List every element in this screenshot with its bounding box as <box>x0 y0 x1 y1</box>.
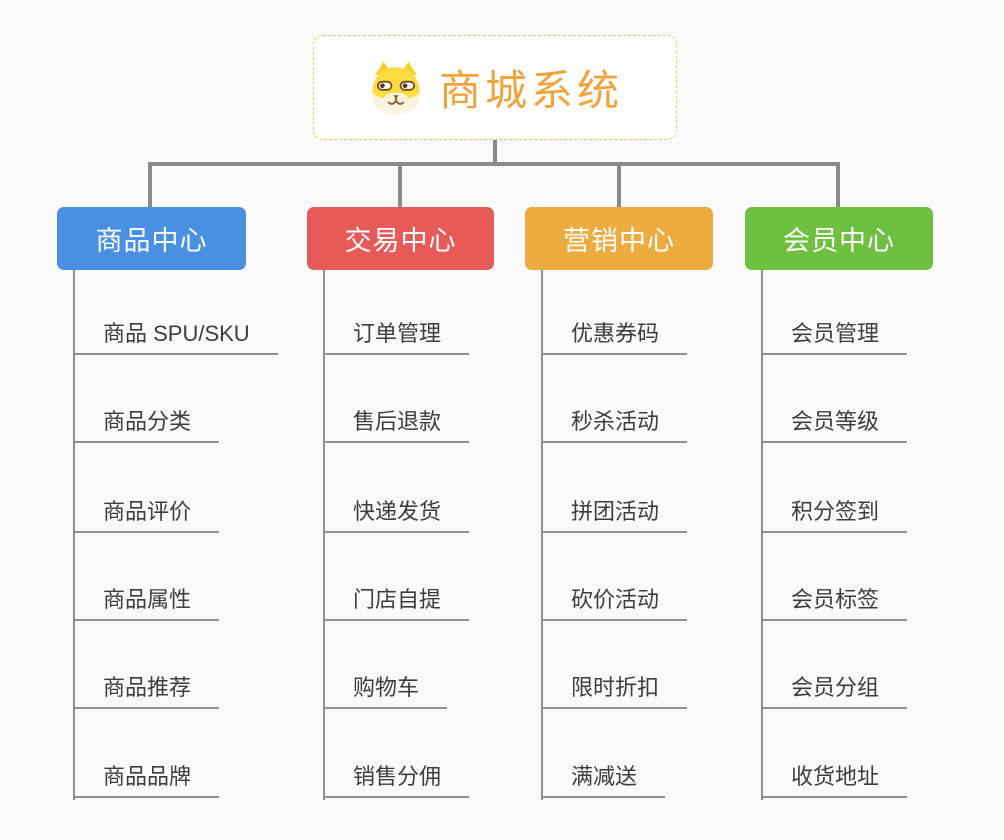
subtopic-product-recommend[interactable]: 商品推荐 <box>73 673 220 709</box>
subtopic-shipping-address[interactable]: 收货地址 <box>761 762 908 798</box>
connector-drop-4 <box>836 162 840 207</box>
dog-face-icon <box>372 61 420 114</box>
branch-line-member <box>761 270 763 800</box>
subtopic-flash-sale[interactable]: 秒杀活动 <box>541 407 688 443</box>
subtopic-store-pickup[interactable]: 门店自提 <box>323 585 470 621</box>
subtopic-order-management[interactable]: 订单管理 <box>323 319 470 355</box>
connector-root-stem <box>493 140 497 166</box>
branch-trade-center: 交易中心 订单管理 售后退款 快递发货 门店自提 购物车 销售分佣 <box>307 207 494 800</box>
branch-line-product <box>73 270 75 800</box>
subtopic-product-attribute[interactable]: 商品属性 <box>73 585 220 621</box>
connector-drop-3 <box>617 162 621 207</box>
subtopic-sales-commission[interactable]: 销售分佣 <box>323 762 470 798</box>
subtopic-express-delivery[interactable]: 快递发货 <box>323 497 470 533</box>
subtopic-spend-save[interactable]: 满减送 <box>541 762 666 798</box>
subtopic-product-review[interactable]: 商品评价 <box>73 497 220 533</box>
branch-node-marketing-center[interactable]: 营销中心 <box>525 207 713 270</box>
subtopic-bargain-activity[interactable]: 砍价活动 <box>541 585 688 621</box>
subtopic-limited-discount[interactable]: 限时折扣 <box>541 673 688 709</box>
subtopic-shopping-cart[interactable]: 购物车 <box>323 673 448 709</box>
subtopic-product-brand[interactable]: 商品品牌 <box>73 762 220 798</box>
subtopic-group-buy[interactable]: 拼团活动 <box>541 497 688 533</box>
connector-drop-1 <box>148 162 152 207</box>
subtopic-member-level[interactable]: 会员等级 <box>761 407 908 443</box>
branch-node-trade-center[interactable]: 交易中心 <box>307 207 494 270</box>
branch-line-trade <box>323 270 325 800</box>
connector-horizontal <box>148 162 840 166</box>
branch-marketing-center: 营销中心 优惠券码 秒杀活动 拼团活动 砍价活动 限时折扣 满减送 <box>525 207 713 800</box>
root-node[interactable]: 商城系统 <box>313 35 677 140</box>
subtopic-product-category[interactable]: 商品分类 <box>73 407 220 443</box>
branch-node-product-center[interactable]: 商品中心 <box>57 207 246 270</box>
subtopic-points-checkin[interactable]: 积分签到 <box>761 497 908 533</box>
subtopic-aftersale-refund[interactable]: 售后退款 <box>323 407 470 443</box>
branch-member-center: 会员中心 会员管理 会员等级 积分签到 会员标签 会员分组 收货地址 <box>745 207 933 800</box>
branch-node-member-center[interactable]: 会员中心 <box>745 207 933 270</box>
connector-drop-2 <box>398 162 402 207</box>
subtopic-member-management[interactable]: 会员管理 <box>761 319 908 355</box>
branch-line-marketing <box>541 270 543 800</box>
branch-product-center: 商品中心 商品 SPU/SKU 商品分类 商品评价 商品属性 商品推荐 商品品牌 <box>57 207 278 800</box>
subtopic-member-group[interactable]: 会员分组 <box>761 673 908 709</box>
subtopic-product-spu-sku[interactable]: 商品 SPU/SKU <box>73 319 278 355</box>
subtopic-member-tag[interactable]: 会员标签 <box>761 585 908 621</box>
subtopic-coupon-code[interactable]: 优惠券码 <box>541 319 688 355</box>
root-title: 商城系统 <box>438 67 623 114</box>
